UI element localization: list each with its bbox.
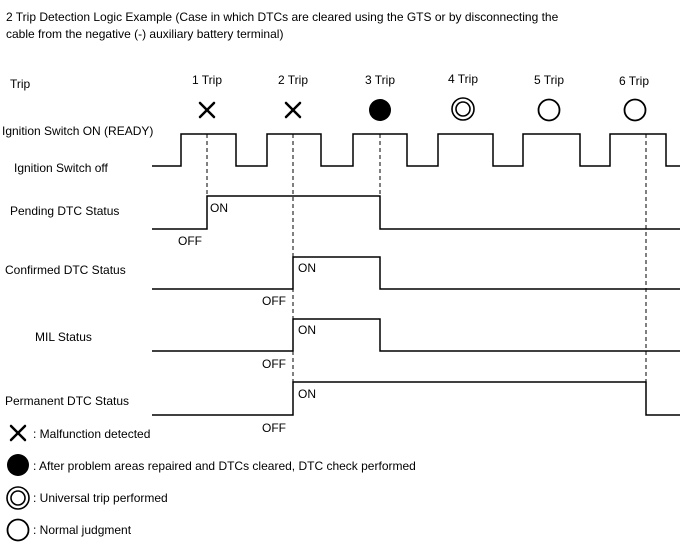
confirmed-off-label: OFF bbox=[262, 294, 286, 308]
cross-icon bbox=[284, 101, 302, 119]
permanent-on-label: ON bbox=[298, 387, 316, 401]
permanent-dtc-waveform bbox=[152, 381, 680, 416]
legend-universal-trip-text: : Universal trip performed bbox=[33, 491, 168, 505]
pending-dtc-waveform bbox=[152, 195, 680, 230]
ignition-off-label: Ignition Switch off bbox=[14, 161, 108, 175]
trip-label-5: 5 Trip bbox=[534, 73, 564, 87]
permanent-dtc-label: Permanent DTC Status bbox=[5, 394, 129, 408]
pending-off-label: OFF bbox=[178, 234, 202, 248]
mil-on-label: ON bbox=[298, 323, 316, 337]
legend-normal-judgment-text: : Normal judgment bbox=[33, 523, 132, 537]
filled-circle-icon bbox=[7, 454, 29, 476]
confirmed-dtc-waveform bbox=[152, 256, 680, 290]
confirmed-dtc-label: Confirmed DTC Status bbox=[5, 263, 126, 277]
ignition-waveform bbox=[152, 133, 680, 167]
filled-circle-icon bbox=[369, 99, 391, 121]
cross-icon bbox=[198, 101, 216, 119]
trip-label-2: 2 Trip bbox=[278, 73, 308, 87]
mil-waveform bbox=[152, 318, 680, 352]
legend-dtc-check-text: : After problem areas repaired and DTCs … bbox=[33, 459, 416, 473]
title-line-2: cable from the negative (-) auxiliary ba… bbox=[6, 27, 283, 41]
confirmed-on-label: ON bbox=[298, 261, 316, 275]
ignition-on-label: Ignition Switch ON (READY) bbox=[2, 124, 153, 138]
trip-marker-lines bbox=[206, 134, 647, 382]
title-line-1: 2 Trip Detection Logic Example (Case in … bbox=[6, 10, 559, 24]
trip-row-label: Trip bbox=[10, 77, 31, 91]
trip-label-6: 6 Trip bbox=[619, 74, 649, 88]
open-circle-icon bbox=[623, 98, 647, 122]
cross-icon bbox=[9, 424, 27, 442]
open-circle-icon bbox=[537, 98, 561, 122]
mil-off-label: OFF bbox=[262, 357, 286, 371]
legend-malfunction-text: : Malfunction detected bbox=[33, 427, 150, 441]
trip-label-3: 3 Trip bbox=[365, 73, 395, 87]
pending-on-label: ON bbox=[210, 201, 228, 215]
open-circle-icon bbox=[6, 518, 30, 542]
trip-label-4: 4 Trip bbox=[448, 72, 478, 86]
permanent-off-label: OFF bbox=[262, 421, 286, 435]
mil-status-label: MIL Status bbox=[35, 330, 92, 344]
trip-label-1: 1 Trip bbox=[192, 73, 222, 87]
double-circle-icon bbox=[451, 97, 475, 121]
double-circle-icon bbox=[6, 486, 30, 510]
pending-dtc-label: Pending DTC Status bbox=[10, 204, 119, 218]
